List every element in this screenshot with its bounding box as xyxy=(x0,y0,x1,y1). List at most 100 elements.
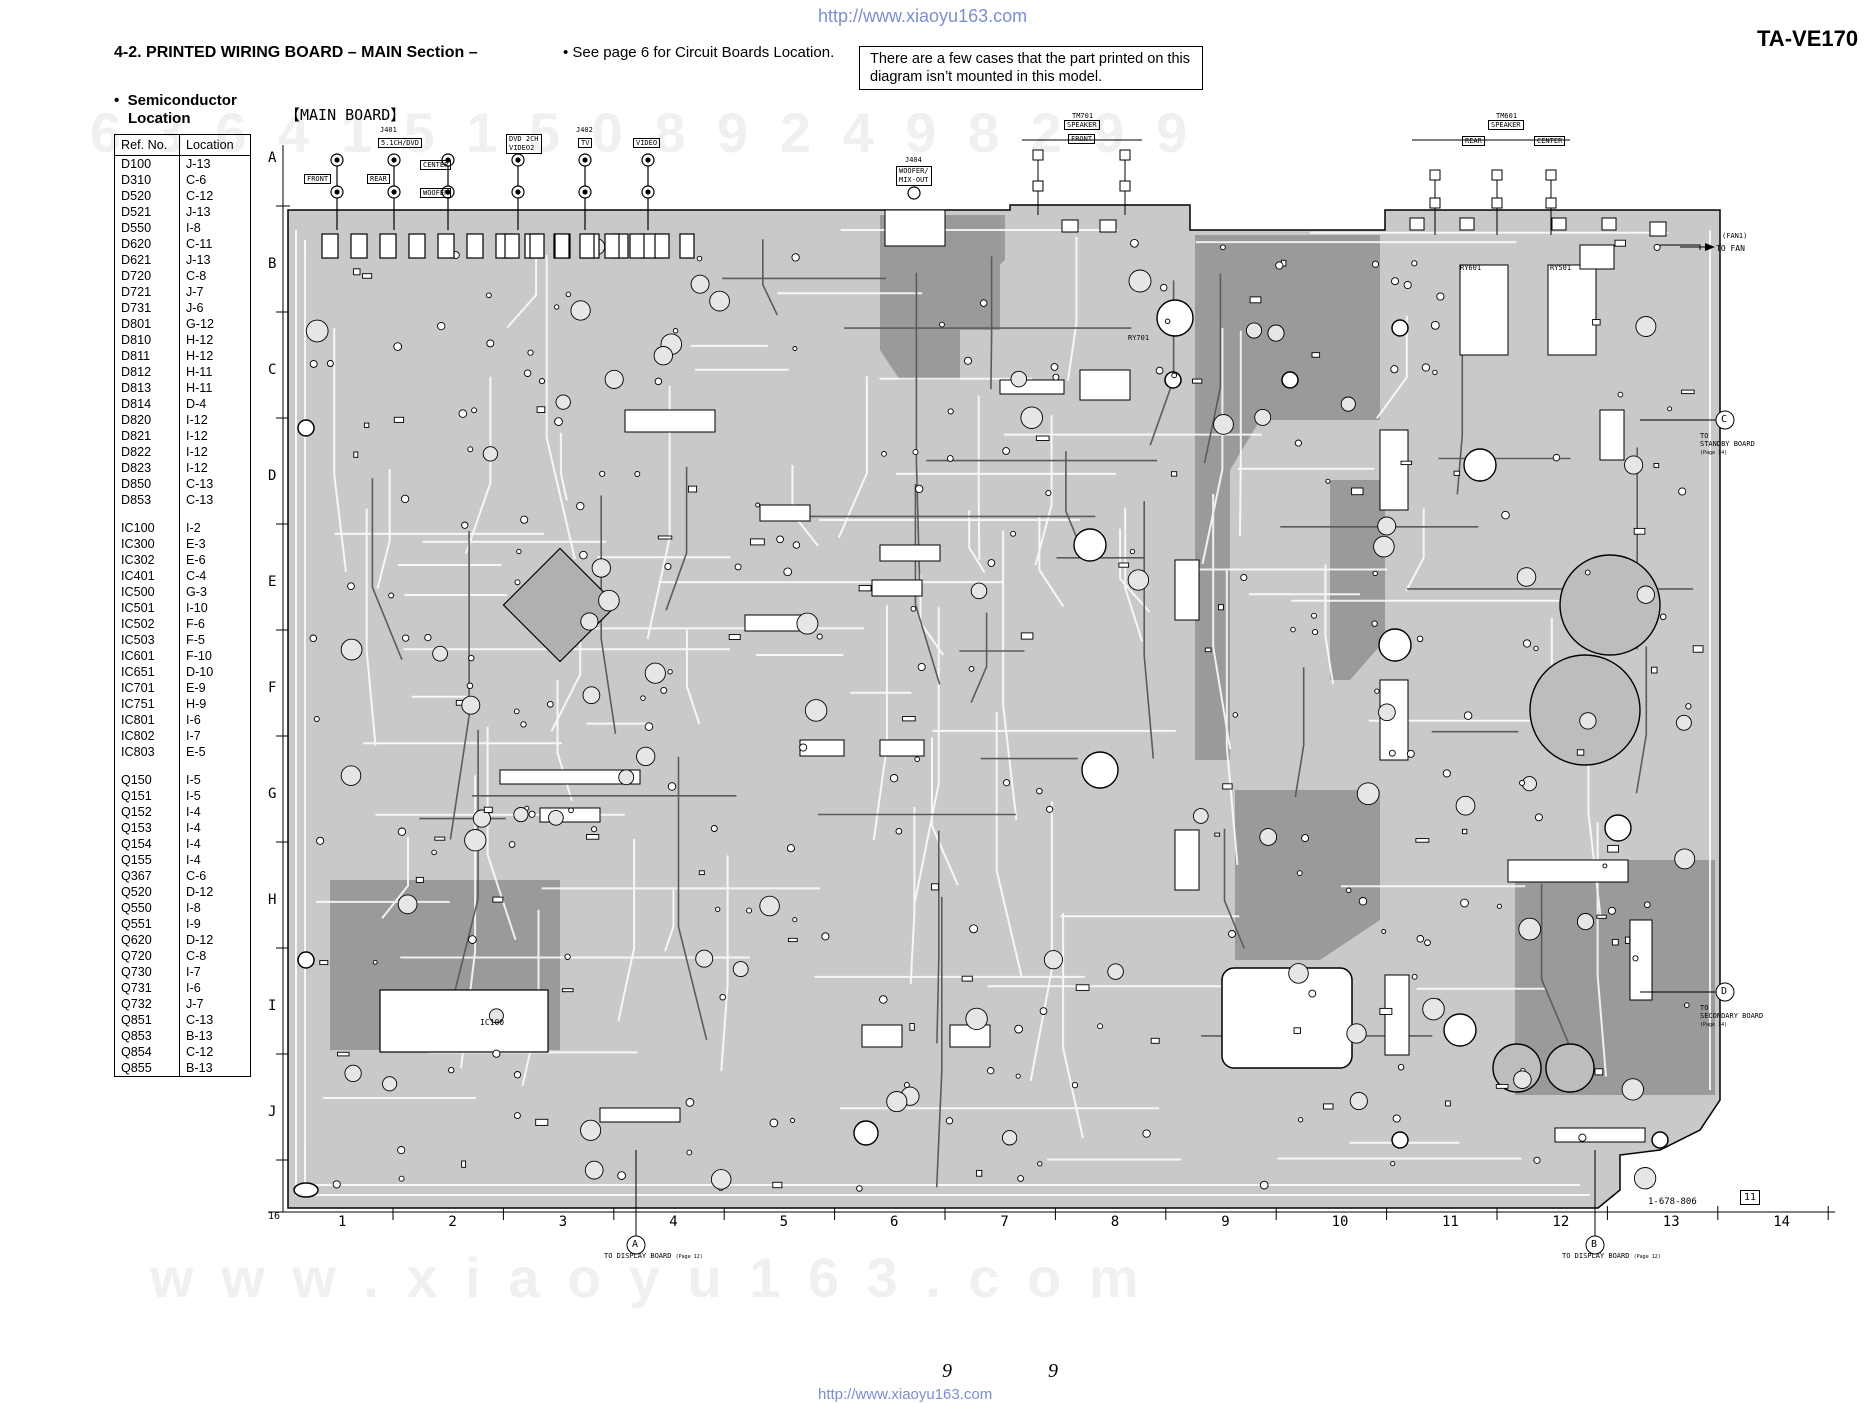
small-part xyxy=(327,361,333,367)
small-part xyxy=(1693,646,1703,652)
small-part xyxy=(1233,713,1238,718)
label-to-display-a-page: (Page 12) xyxy=(676,1254,703,1260)
small-part xyxy=(521,722,526,727)
chip xyxy=(880,545,940,561)
trace xyxy=(1240,331,1241,537)
small-part xyxy=(383,1077,397,1091)
small-part xyxy=(1373,571,1377,575)
jack-housing xyxy=(438,234,454,258)
small-part xyxy=(1160,284,1167,291)
label-to-standby-line1: TO xyxy=(1700,432,1708,440)
small-part xyxy=(977,1170,982,1176)
small-part xyxy=(1021,633,1033,639)
small-part xyxy=(1633,956,1638,961)
small-part xyxy=(729,635,740,640)
small-part xyxy=(1205,648,1211,652)
small-part xyxy=(1608,907,1615,914)
small-part xyxy=(1577,750,1584,755)
small-part xyxy=(1229,931,1236,938)
small-part xyxy=(1172,373,1177,378)
small-part xyxy=(711,1170,731,1190)
small-part xyxy=(1463,829,1467,833)
small-part xyxy=(1464,712,1472,720)
small-part xyxy=(394,343,402,351)
chip xyxy=(1460,265,1508,355)
small-part xyxy=(710,291,730,311)
label-woofer-mix: WOOFER/MIX-OUT xyxy=(896,166,932,186)
small-part xyxy=(398,1147,405,1154)
chip xyxy=(1552,218,1566,230)
small-part xyxy=(1076,985,1089,991)
label-to-display-a-text: TO DISPLAY BOARD xyxy=(604,1252,671,1260)
small-part xyxy=(354,452,358,457)
small-part xyxy=(1597,915,1606,918)
rca-jack-pin xyxy=(583,190,587,194)
small-part xyxy=(521,516,528,523)
small-part xyxy=(487,293,492,298)
small-part xyxy=(1431,321,1439,329)
label-rear: REAR xyxy=(367,174,390,184)
small-part xyxy=(800,744,807,751)
marker-b: B xyxy=(1591,1239,1597,1250)
small-part xyxy=(483,447,497,461)
chip xyxy=(745,615,805,631)
small-part xyxy=(469,936,477,944)
small-part xyxy=(1350,1092,1367,1109)
small-part xyxy=(1246,323,1261,338)
small-part xyxy=(1417,936,1424,943)
small-part xyxy=(1401,461,1412,464)
jack-housing xyxy=(630,234,644,258)
small-part xyxy=(569,808,574,813)
small-part xyxy=(1634,528,1645,534)
small-part xyxy=(1686,704,1691,709)
small-part xyxy=(1654,464,1659,468)
small-part xyxy=(1404,281,1411,288)
small-part xyxy=(432,850,437,855)
small-part xyxy=(1295,440,1301,446)
label-tv: TV xyxy=(578,138,592,148)
rca-jack-pin xyxy=(516,158,520,162)
small-part xyxy=(1580,713,1596,729)
label-video: VIDEO xyxy=(633,138,660,148)
small-part xyxy=(1517,568,1536,587)
small-part xyxy=(896,828,902,834)
jack-housing xyxy=(505,234,519,258)
small-part xyxy=(317,837,324,844)
small-part xyxy=(462,696,480,714)
jack-housing xyxy=(530,234,544,258)
small-part xyxy=(1098,1024,1103,1029)
small-part xyxy=(1412,261,1417,266)
small-part xyxy=(1119,563,1129,567)
label-ry501: RY501 xyxy=(1550,264,1571,272)
small-part xyxy=(1129,270,1151,292)
label-dvd2ch-line1: DVD 2CH xyxy=(509,135,539,143)
small-part xyxy=(1260,1181,1268,1189)
small-part xyxy=(1374,536,1395,557)
small-part xyxy=(792,254,799,261)
small-part xyxy=(716,907,720,911)
small-part xyxy=(1625,456,1643,474)
small-part xyxy=(539,379,544,384)
small-part xyxy=(467,683,473,689)
label-fan1: (FAN1) xyxy=(1722,232,1747,240)
small-part xyxy=(1357,783,1379,805)
jack-housing xyxy=(467,234,483,258)
jack-housing xyxy=(580,234,594,258)
small-part xyxy=(556,395,570,409)
small-part xyxy=(549,810,564,825)
small-part xyxy=(1585,570,1590,575)
chip xyxy=(1175,830,1199,890)
small-part xyxy=(784,568,792,576)
small-part xyxy=(1171,472,1176,476)
small-part xyxy=(747,908,752,913)
watermark-url-bottom[interactable]: http://www.xiaoyu163.com xyxy=(818,1386,992,1403)
chip xyxy=(1555,1128,1645,1142)
chip xyxy=(760,505,810,521)
small-part xyxy=(1637,586,1654,603)
small-part xyxy=(1193,379,1202,383)
small-part xyxy=(1553,454,1560,461)
small-part xyxy=(1636,317,1656,337)
label-front: FRONT xyxy=(304,174,331,184)
